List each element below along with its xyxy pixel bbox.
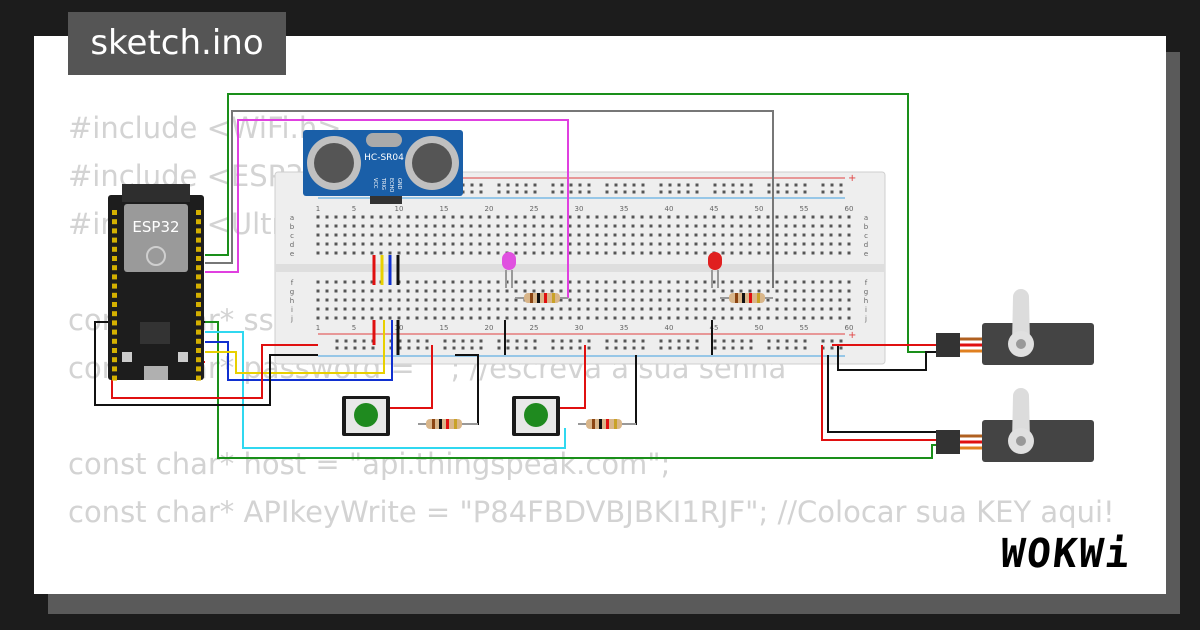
wire-black-button2 [625,355,637,425]
wire-red-servo2 [821,345,938,441]
column-number: 30 [575,324,584,332]
column-number: 60 [845,324,854,332]
espressif-logo-icon [146,246,166,266]
column-number: 20 [485,324,494,332]
sensor-pin-label: TRIG [380,177,386,190]
pushbutton-1[interactable] [342,396,390,436]
column-number: 35 [620,324,629,332]
esp32-label: ESP32 [132,218,179,236]
row-letter: h [290,297,294,305]
column-number: 10 [395,205,404,213]
row-letter: a [864,214,868,222]
wire-green-top [205,93,938,353]
row-letter: h [864,297,868,305]
servo-1[interactable] [936,289,1094,365]
column-number: 55 [800,324,809,332]
sensor-pin-label: VCC [372,178,378,189]
wire-yellow [205,320,385,374]
esp32-pins [112,210,201,381]
plus-rail-icon: + [848,173,856,184]
file-tab[interactable]: sketch.ino [68,12,286,75]
column-number: 25 [530,324,539,332]
resistor-3 [418,419,478,429]
column-number: 5 [352,205,356,213]
wire-black-servo1 [837,345,938,371]
wire-black-servo2 [827,355,938,433]
row-letter: c [290,232,294,240]
column-number: 45 [710,324,719,332]
pushbutton-2[interactable] [512,396,560,436]
wire-blue [205,320,393,381]
resistor-1 [515,293,568,303]
row-letter: f [865,279,868,287]
column-number: 1 [316,205,320,213]
esp32-board[interactable]: ESP32 [108,184,204,381]
wokwi-logo: WOKWi [998,531,1134,577]
wire-magenta [205,119,569,298]
row-letter: e [864,250,868,258]
column-number: 25 [530,205,539,213]
column-number: 30 [575,205,584,213]
row-letter: b [290,223,295,231]
breadboard-holes [316,183,851,350]
row-letter: i [291,306,293,314]
led-red[interactable] [708,252,722,288]
row-letter: b [864,223,869,231]
wire-gray [205,110,774,288]
row-letter: g [864,288,868,296]
wire-black-button1 [455,354,479,425]
wire-red-button1 [390,345,433,409]
column-number: 50 [755,324,764,332]
resistor-4 [578,419,636,429]
wire-red-button2 [560,345,586,409]
row-letter: f [291,279,294,287]
resistor-2 [720,293,773,303]
column-number: 40 [665,205,674,213]
column-number: 15 [440,205,449,213]
column-number: 60 [845,205,854,213]
column-number: 40 [665,324,674,332]
column-number: 15 [440,324,449,332]
column-number: 55 [800,205,809,213]
led-magenta[interactable] [502,252,516,288]
sensor-pin-label: ECHO [388,178,394,192]
column-number: 1 [316,324,320,332]
code-line: const char* APIkeyWrite = "P84FBDVBJBKI1… [68,495,1115,529]
row-letter: e [290,250,294,258]
plus-rail-icon: + [848,330,856,341]
row-letter: g [290,288,294,296]
column-number: 35 [620,205,629,213]
row-letter: c [864,232,868,240]
row-letter: d [290,241,294,249]
wire-cyan [205,331,566,449]
code-line: int pinLimpeza = 23; [68,584,1115,594]
row-letter: j [290,315,293,323]
code-line: const char* host = "api.thingspeak.com"; [68,447,671,481]
sensor-label: HC-SR04 [364,153,404,163]
wire-green-bottom [205,321,938,459]
column-number: 45 [710,205,719,213]
column-number: 50 [755,205,764,213]
usb-port-icon [144,366,168,380]
sensor-pin-label: GND [396,178,402,190]
servo-2[interactable] [936,388,1094,462]
row-letter: j [864,315,867,323]
row-letter: i [865,306,867,314]
row-letter: d [864,241,868,249]
column-number: 20 [485,205,494,213]
row-letter: a [290,214,294,222]
column-number: 5 [352,324,356,332]
